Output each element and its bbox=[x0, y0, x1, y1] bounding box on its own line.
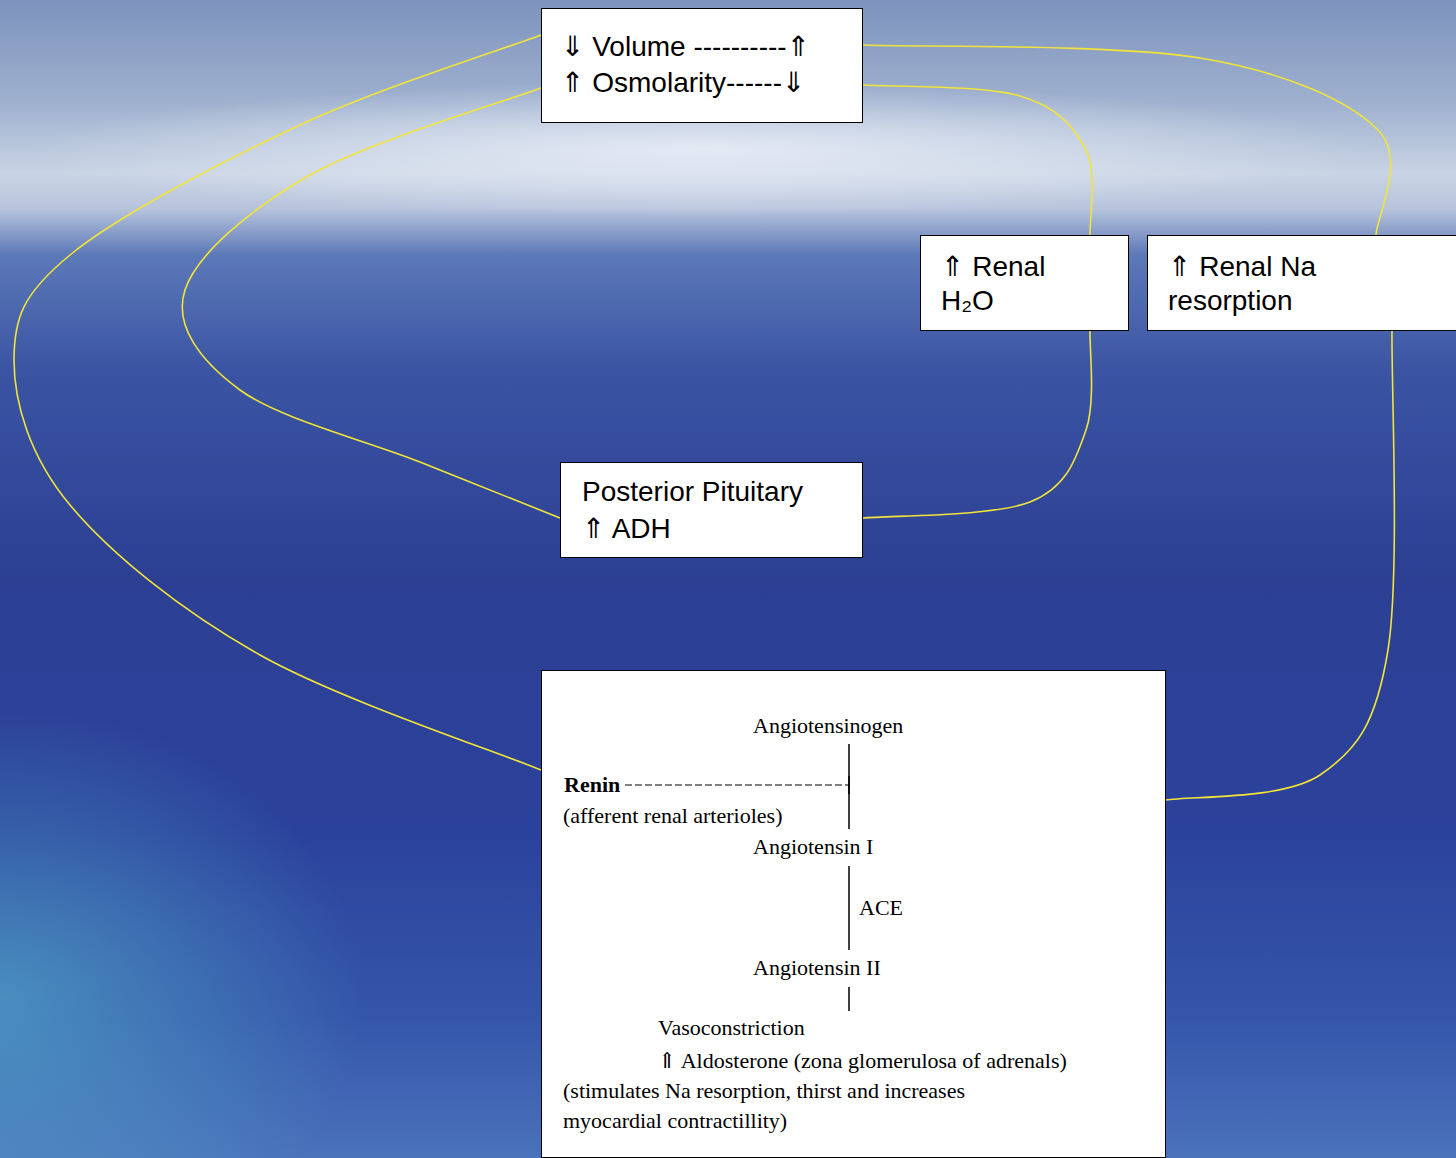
connector-curve bbox=[182, 88, 560, 518]
box-text: ⇑ Renal H₂O bbox=[941, 250, 1071, 318]
pathway-text: ACE bbox=[859, 893, 903, 923]
effect-box: ⇑ Renal Na resorption bbox=[1147, 235, 1456, 331]
enzyme-label: Renin bbox=[564, 770, 620, 800]
connector-curve bbox=[1166, 331, 1394, 800]
connector-curve bbox=[14, 35, 541, 770]
connector-curve bbox=[863, 45, 1391, 235]
pathway-text: Angiotensinogen bbox=[753, 711, 903, 741]
pathway-text: (afferent renal arterioles) bbox=[563, 801, 782, 831]
box-text: Posterior Pituitary ⇑ ADH bbox=[582, 473, 817, 547]
pathway-text: Vasoconstriction bbox=[658, 1013, 805, 1043]
state-box: ⇓ Volume ----------⇑⇑ Osmolarity------⇓ bbox=[541, 8, 863, 123]
box-text: ⇑ Renal Na resorption bbox=[1168, 250, 1358, 318]
pathway-text: Angiotensin I bbox=[753, 832, 873, 862]
hormone-box: Posterior Pituitary ⇑ ADH bbox=[560, 462, 863, 558]
effect-box: ⇑ Renal H₂O bbox=[920, 235, 1129, 331]
connector-curve bbox=[863, 331, 1092, 518]
box-text: ⇓ Volume ----------⇑ bbox=[561, 29, 852, 65]
arrow-line bbox=[848, 744, 850, 829]
pathway-text: Angiotensin II bbox=[753, 953, 881, 983]
pathway-text: (stimulates Na resorption, thirst and in… bbox=[563, 1076, 1063, 1136]
arrow-line bbox=[848, 987, 850, 1011]
pathway-text: ⇑ Aldosterone (zona glomerulosa of adren… bbox=[658, 1046, 1067, 1076]
box-text: ⇑ Osmolarity------⇓ bbox=[561, 65, 852, 101]
connector-curve bbox=[863, 85, 1092, 235]
pathway-box: AngiotensinogenRenin(afferent renal arte… bbox=[541, 670, 1166, 1158]
arrow-line bbox=[848, 776, 850, 794]
arrow-line bbox=[848, 866, 850, 950]
dashed-leader bbox=[625, 784, 849, 785]
